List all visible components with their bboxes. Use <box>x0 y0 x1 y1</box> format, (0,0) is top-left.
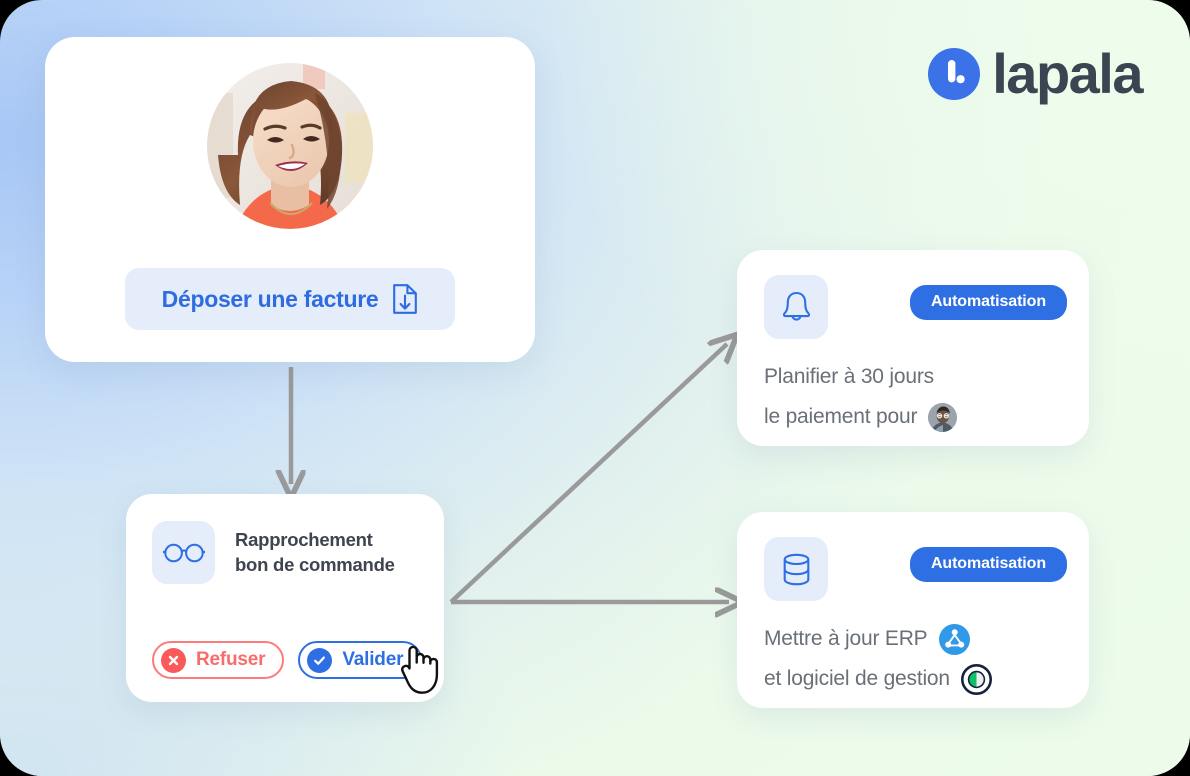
validate-label: Valider <box>342 649 404 670</box>
reconciliation-header: Rapprochement bon de commande <box>126 494 444 584</box>
automation-line-3: Mettre à jour ERP <box>764 619 1089 659</box>
automation-line-2: le paiement pour <box>764 397 1089 437</box>
hero-card: Déposer une facture <box>45 37 535 362</box>
check-circle-icon <box>307 647 333 673</box>
avatar <box>207 63 373 229</box>
glasses-icon-tile <box>152 521 215 584</box>
deposit-invoice-button[interactable]: Déposer une facture <box>125 268 455 330</box>
automation-badge-2[interactable]: Automatisation <box>909 547 1067 582</box>
automation-card-body-1: Planifier à 30 jours le paiement pour <box>737 339 1089 437</box>
glasses-icon <box>162 543 205 562</box>
management-software-icon <box>960 663 992 695</box>
automation-card-header: Automatisation <box>737 250 1089 339</box>
automation-line-3-text: Mettre à jour ERP <box>764 627 928 650</box>
automation-line-1-text: Planifier à 30 jours <box>764 365 934 388</box>
automation-card-schedule: Automatisation Planifier à 30 jours le p… <box>737 250 1089 446</box>
validate-button[interactable]: Valider <box>298 641 423 679</box>
arrow-diagonal <box>449 344 727 604</box>
reconciliation-title-line2: bon de commande <box>235 553 395 575</box>
automation-card-erp: Automatisation Mettre à jour ERP et logi… <box>737 512 1089 708</box>
bell-icon <box>782 291 810 321</box>
automation-badge-1[interactable]: Automatisation <box>909 285 1067 320</box>
brand-logo: lapala <box>928 42 1143 105</box>
document-download-icon <box>393 284 418 314</box>
reconciliation-actions: Refuser Valider <box>152 641 423 679</box>
brand-name: lapala <box>992 42 1143 105</box>
person-avatar-icon <box>928 402 958 432</box>
lapala-circle-mark-icon <box>928 48 981 100</box>
automation-line-1: Planifier à 30 jours <box>764 357 1089 397</box>
database-icon <box>783 553 809 585</box>
reconciliation-title-line1: Rapprochement <box>235 528 373 550</box>
automation-line-4: et logiciel de gestion <box>764 659 1089 699</box>
deposit-invoice-label: Déposer une facture <box>161 285 379 312</box>
refuse-label: Refuser <box>196 649 266 670</box>
x-circle-icon <box>161 647 186 673</box>
erp-network-icon <box>938 623 970 655</box>
automation-line-2-text: le paiement pour <box>764 405 918 428</box>
bell-icon-tile <box>764 275 828 339</box>
reconciliation-card: Rapprochement bon de commande Refuser <box>126 494 444 702</box>
database-icon-tile <box>764 537 828 601</box>
automation-card-body-2: Mettre à jour ERP et logiciel de gestion <box>737 601 1089 699</box>
refuse-button[interactable]: Refuser <box>152 641 285 679</box>
user-portrait-photo-icon <box>207 63 373 229</box>
automation-card-header-2: Automatisation <box>737 512 1089 601</box>
reconciliation-title: Rapprochement bon de commande <box>235 528 395 577</box>
automation-line-4-text: et logiciel de gestion <box>764 667 950 690</box>
